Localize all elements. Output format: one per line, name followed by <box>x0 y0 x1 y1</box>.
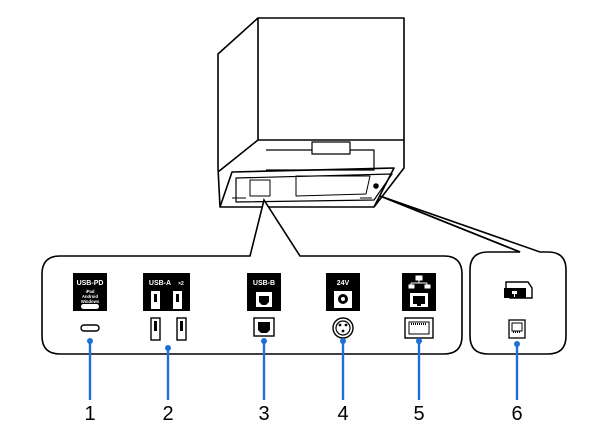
dc-24v-port: 24V <box>326 273 360 339</box>
callout-dot-1 <box>87 338 93 344</box>
port-number-2: 2 <box>162 403 173 425</box>
printer-body-icon <box>217 17 405 208</box>
dc-24v-label: 24V <box>337 280 350 287</box>
port-number-3: 3 <box>258 403 269 425</box>
usb-b-label: USB-B <box>253 280 275 287</box>
callout-dot-3 <box>261 338 267 344</box>
usb-a-port: USB-A ×2 <box>143 273 190 341</box>
usb-c-connector-icon <box>80 324 100 332</box>
port-number-6: 6 <box>511 403 522 425</box>
callout-dot-2 <box>165 345 171 351</box>
rj45-connector-icon <box>404 317 434 339</box>
usb-pd-sublabel-2: Android <box>82 294 98 299</box>
usb-b-port: USB-B <box>247 273 281 337</box>
usb-b-connector-icon <box>253 317 275 337</box>
callout-dot-5 <box>416 338 422 344</box>
callout-dot-4 <box>340 338 346 344</box>
usb-pd-sublabel-1: iPad <box>86 289 95 294</box>
usb-a-label: USB-A <box>149 280 171 287</box>
usb-a-connector-icon <box>150 317 187 341</box>
port-number-4: 4 <box>337 403 348 425</box>
rj-connector-icon <box>508 319 526 339</box>
drawer-port-frame <box>379 195 567 355</box>
port-number-1: 1 <box>84 403 95 425</box>
callout-dot-6 <box>514 341 520 347</box>
drawer-kick-port <box>504 281 533 339</box>
dc-jack-connector-icon <box>332 317 354 339</box>
cash-drawer-icon <box>504 281 533 299</box>
lan-port <box>402 273 436 339</box>
usb-pd-port: USB-PD iPad Android Windows <box>73 273 107 332</box>
usb-pd-label: USB-PD <box>77 280 104 287</box>
usb-a-multiplier: ×2 <box>178 281 184 287</box>
usb-pd-sublabel-3: Windows <box>81 299 100 304</box>
network-icon <box>408 275 431 289</box>
port-number-5: 5 <box>413 403 424 425</box>
